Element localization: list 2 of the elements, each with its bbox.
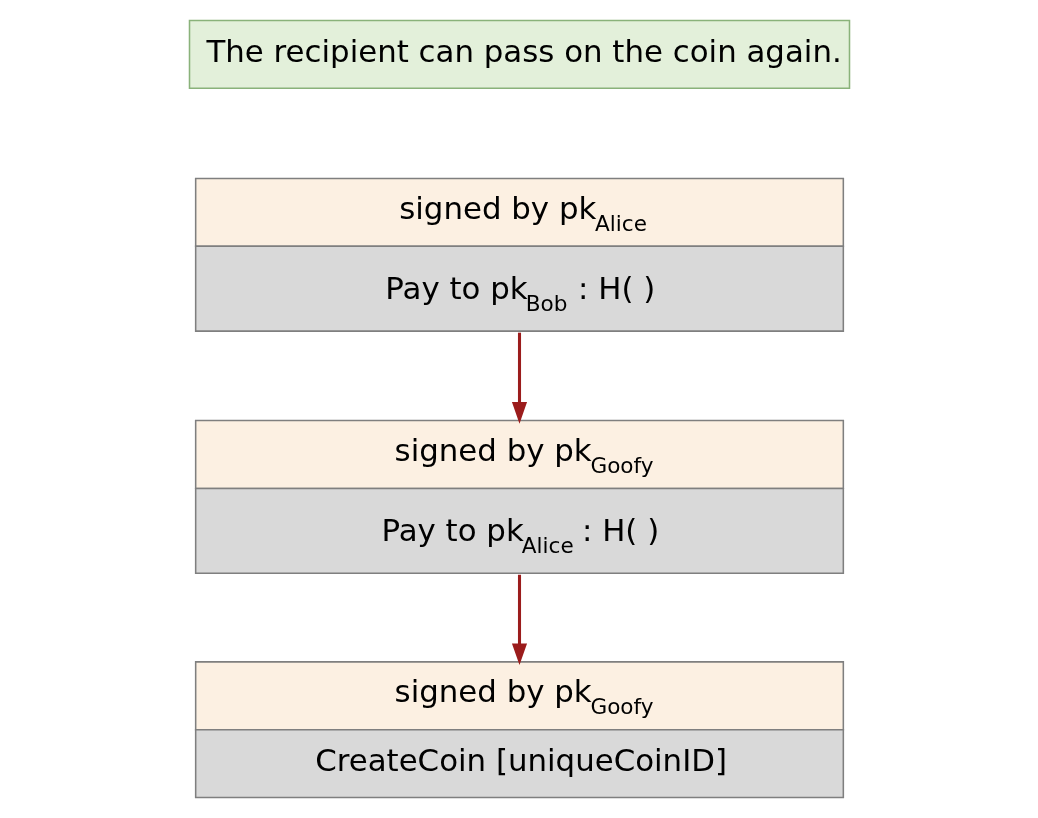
arrow <box>511 332 527 424</box>
arrow <box>511 574 527 665</box>
